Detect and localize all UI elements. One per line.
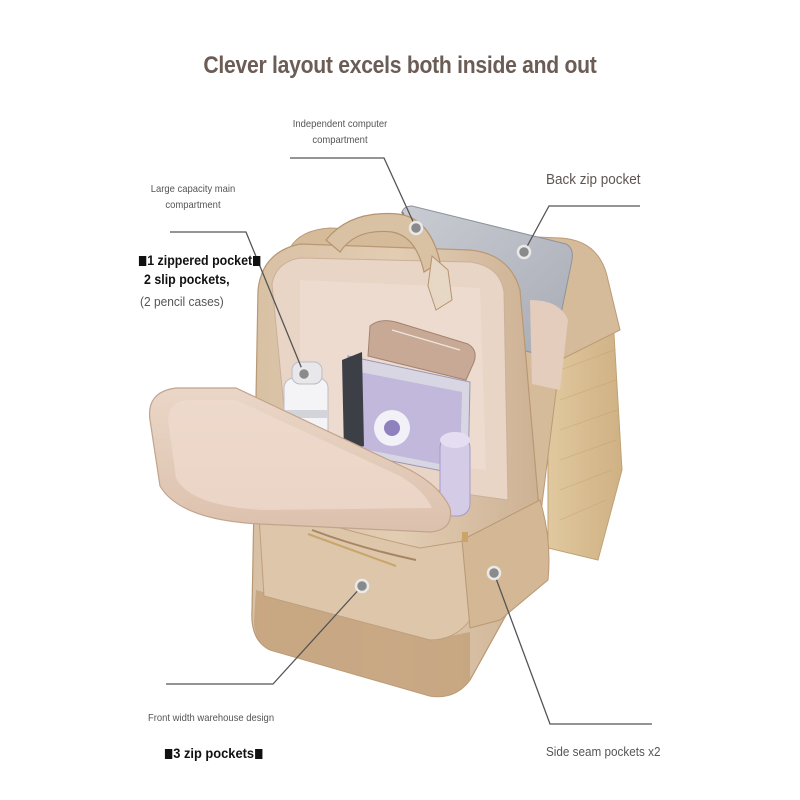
headline: Clever layout excels both inside and out [203, 52, 597, 79]
callout-main-line1: Large capacity main [150, 183, 236, 195]
callout-back-zip: Back zip pocket [546, 171, 641, 188]
callout-main-detail-line1: 1 zippered pocket [138, 253, 261, 268]
pencil-case [367, 320, 476, 381]
callout-front: Front width warehouse design [148, 712, 275, 724]
bottom-band [254, 590, 470, 697]
callout-front-detail: 3 zip pockets [164, 745, 263, 761]
callout-front-detail-text: 3 zip pockets [173, 745, 255, 761]
callout-computer-line1: Independent computer [292, 118, 388, 130]
laptop-sleeve [530, 300, 568, 390]
leader-main [170, 231, 305, 375]
bracket-glyph [164, 749, 173, 759]
leader-computer [290, 157, 417, 229]
leader-lines [166, 157, 652, 725]
dot-side [486, 565, 502, 581]
bottle-lavender [439, 432, 471, 517]
dot-computer [408, 220, 424, 236]
leader-side [493, 572, 652, 725]
callout-side: Side seam pockets x2 [546, 744, 661, 759]
leader-back-zip [523, 205, 640, 253]
callout-computer: Independent computer compartment [282, 116, 397, 148]
leader-front [166, 585, 363, 685]
dot-back-zip [516, 244, 532, 260]
dot-front [354, 578, 370, 594]
callout-main-line2: compartment [165, 199, 221, 211]
side-pocket [461, 499, 550, 629]
callout-main: Large capacity main compartment [136, 181, 249, 213]
callout-main-detail-line1-text: 1 zippered pocket [147, 253, 253, 268]
dot-main [296, 366, 312, 382]
callout-main-detail-line3: (2 pencil cases) [140, 294, 224, 309]
callout-main-detail-line2: 2 slip pockets, [144, 272, 230, 287]
bracket-glyph [138, 256, 147, 266]
tablet [342, 352, 364, 452]
callout-computer-line2: compartment [312, 134, 368, 146]
bracket-glyph [255, 749, 263, 759]
callout-dots [296, 220, 532, 594]
bracket-glyph [253, 256, 261, 266]
